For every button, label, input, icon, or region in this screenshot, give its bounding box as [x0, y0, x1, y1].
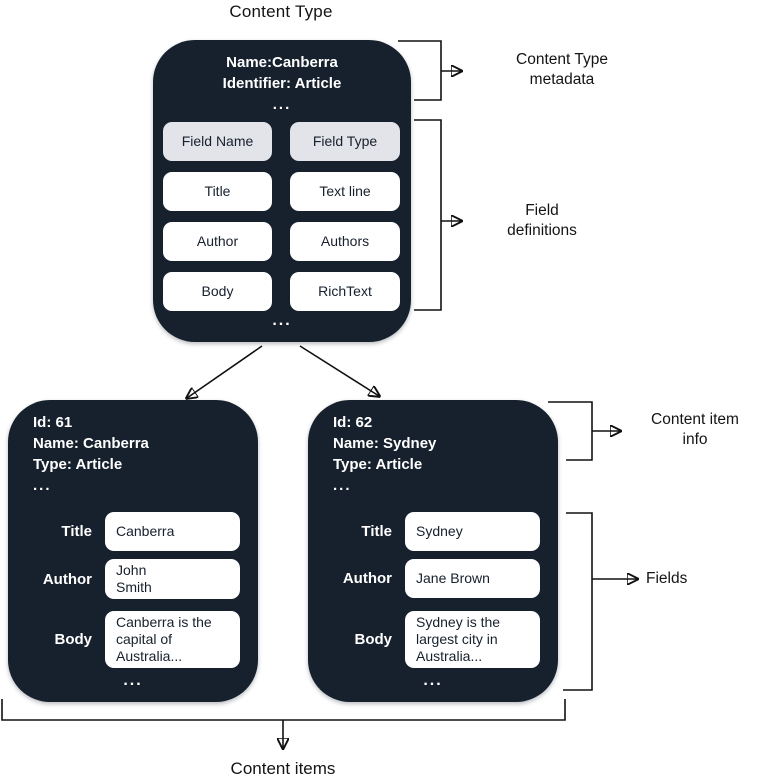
bracket-field-definitions: [414, 119, 442, 311]
content-item-info-label: Content item info: [651, 411, 739, 448]
field-definitions-label: Field definitions: [507, 202, 577, 239]
arrow-to-content-item-61: [187, 345, 263, 398]
field-value-input[interactable]: Jane Brown: [405, 559, 540, 598]
content-items-label: Content items: [230, 759, 336, 778]
content-type-footer-ellipsis: ...: [272, 312, 292, 329]
content-item-type: Type: Article: [333, 456, 423, 473]
field-type-chip: Authors: [290, 222, 400, 261]
content-item-name: Name: Canberra: [33, 435, 149, 452]
field-type-header-chip: Field Type: [290, 122, 400, 161]
content-item-header: Id: 62 Name: Sydney Type: Article ...: [333, 412, 548, 496]
content-item-id: Id: 62: [333, 414, 373, 431]
content-item-type: Type: Article: [33, 456, 123, 473]
diagram-title: Content Type: [229, 2, 333, 21]
field-definitions-grid: Field Name Field Type Title Text line Au…: [163, 122, 400, 311]
content-item-id: Id: 61: [33, 414, 73, 431]
field-name-header-chip: Field Name: [163, 122, 272, 161]
content-item-header-ellipsis: ...: [33, 477, 52, 494]
field-label: Body: [354, 631, 393, 648]
field-type-chip: RichText: [290, 272, 400, 311]
content-type-name: Name:Canberra: [226, 54, 338, 71]
bracket-content-items: [1, 699, 566, 721]
field-row-title: Title Canberra: [22, 512, 244, 551]
content-item-footer-ellipsis: ...: [423, 672, 443, 689]
field-label: Author: [42, 570, 92, 588]
field-name-chip: Body: [163, 272, 272, 311]
content-type-metadata-label: Content Type metadata: [516, 51, 608, 88]
field-row-author: Author Jane Brown: [322, 559, 544, 598]
field-row-body: Body Canberra is the capital of Australi…: [22, 611, 244, 668]
field-type-chip: Text line: [290, 172, 400, 211]
field-value-input[interactable]: Sydney: [405, 512, 540, 551]
field-value-input[interactable]: John Smith: [105, 559, 240, 599]
field-row-body: Body Sydney is the largest city in Austr…: [322, 611, 544, 668]
content-item-header-ellipsis: ...: [333, 477, 352, 494]
content-item-footer-ellipsis: ...: [123, 672, 143, 689]
arrow-to-content-item-62: [299, 345, 379, 396]
content-type-identifier: Identifier: Article: [222, 75, 342, 92]
content-item-header: Id: 61 Name: Canberra Type: Article ...: [33, 412, 248, 496]
field-row-author: Author John Smith: [22, 559, 244, 599]
field-label: Body: [54, 631, 93, 648]
content-type-header: Name:Canberra Identifier: Article ...: [153, 52, 411, 115]
field-label: Author: [342, 570, 392, 587]
content-type-box: Name:Canberra Identifier: Article ... Fi…: [153, 40, 411, 342]
field-value-input[interactable]: Canberra: [105, 512, 240, 551]
field-label: Title: [361, 523, 392, 540]
field-name-chip: Title: [163, 172, 272, 211]
field-label: Title: [61, 523, 92, 540]
fields-label: Fields: [646, 570, 688, 587]
field-name-chip: Author: [163, 222, 272, 261]
content-item-box-62: Id: 62 Name: Sydney Type: Article ... Ti…: [308, 400, 558, 702]
content-type-header-ellipsis: ...: [272, 96, 292, 113]
content-item-name: Name: Sydney: [333, 435, 437, 452]
bracket-fields: [563, 512, 593, 691]
content-item-box-61: Id: 61 Name: Canberra Type: Article ... …: [8, 400, 258, 702]
field-value-input[interactable]: Canberra is the capital of Australia...: [105, 611, 240, 668]
field-row-title: Title Sydney: [322, 512, 544, 551]
field-value-input[interactable]: Sydney is the largest city in Australia.…: [405, 611, 540, 668]
